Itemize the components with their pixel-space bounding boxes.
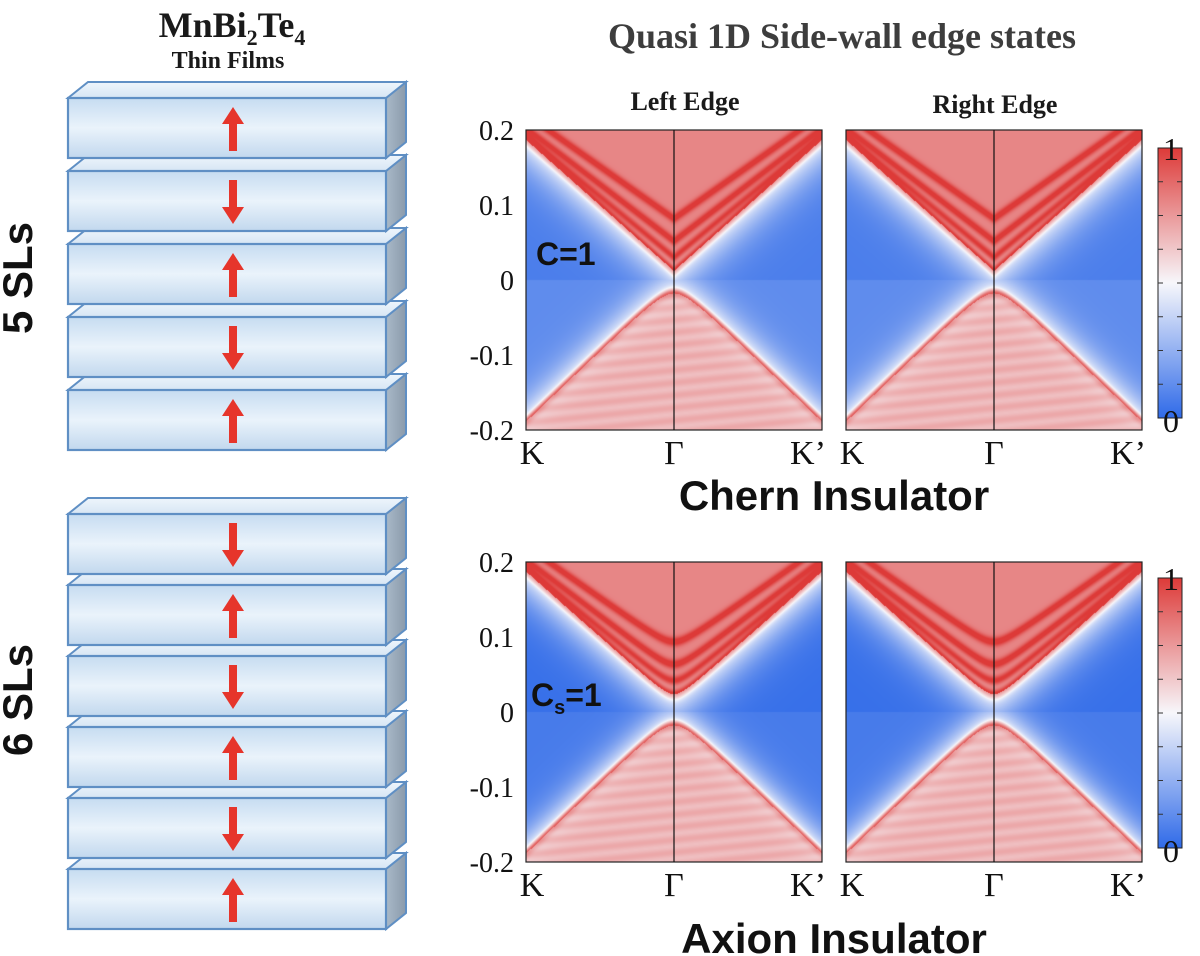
band-panel: K Γ K’ 0.2 0.1 0 -0.1 -0.2 bbox=[470, 116, 826, 472]
x-tick-label: K’ bbox=[1110, 435, 1146, 472]
slab-stack bbox=[65, 79, 409, 453]
row-label-axion: Axion Insulator bbox=[681, 915, 987, 956]
colorbar-min-label: 0 bbox=[1163, 403, 1179, 439]
slab-layer bbox=[65, 225, 409, 307]
chern-number-label: C=1 bbox=[536, 236, 596, 272]
y-tick-label: 0.2 bbox=[479, 548, 514, 579]
band-panel: K Γ K’ bbox=[840, 129, 1146, 472]
spin-down-arrow-icon bbox=[222, 665, 244, 709]
x-tick-label: K’ bbox=[1110, 867, 1146, 904]
spin-up-arrow-icon bbox=[222, 736, 244, 780]
spin-up-arrow-icon bbox=[222, 107, 244, 151]
slab-layer bbox=[65, 850, 409, 932]
colorbar-max-label: 1 bbox=[1163, 561, 1179, 597]
band-panel: K Γ K’ bbox=[840, 561, 1146, 904]
y-tick-label: 0.2 bbox=[479, 116, 514, 147]
spin-up-arrow-icon bbox=[222, 253, 244, 297]
row-label-chern: Chern Insulator bbox=[679, 472, 989, 519]
slab-layer bbox=[65, 79, 409, 161]
y-tick-label: -0.1 bbox=[470, 773, 514, 804]
band-panel: K Γ K’ 0.2 0.1 0 -0.1 -0.2 bbox=[470, 548, 826, 904]
film-subtitle: Thin Films bbox=[172, 48, 285, 74]
colorbar-min-label: 0 bbox=[1163, 833, 1179, 869]
spin-up-arrow-icon bbox=[222, 594, 244, 638]
spin-up-arrow-icon bbox=[222, 399, 244, 443]
column-title-left: Left Edge bbox=[630, 87, 739, 116]
x-tick-label: Γ bbox=[664, 867, 684, 904]
film-formula: MnBi2Te4 bbox=[159, 5, 306, 50]
y-tick-label: 0 bbox=[500, 266, 514, 297]
slab-layer bbox=[65, 637, 409, 719]
stack-label: 5 SLs bbox=[0, 222, 41, 334]
slab-layer bbox=[65, 566, 409, 648]
x-tick-label: K’ bbox=[790, 867, 826, 904]
x-tick-label: K bbox=[520, 435, 545, 472]
x-tick-label: Γ bbox=[984, 867, 1004, 904]
figure-title: Quasi 1D Side-wall edge states bbox=[608, 16, 1076, 56]
slab-layer bbox=[65, 495, 409, 577]
x-tick-label: K bbox=[840, 867, 865, 904]
spin-chern-number-label: Cs=1 bbox=[531, 677, 602, 719]
slab-layer bbox=[65, 371, 409, 453]
slab-layer bbox=[65, 152, 409, 234]
spin-down-arrow-icon bbox=[222, 807, 244, 851]
column-title-right: Right Edge bbox=[933, 90, 1058, 119]
y-tick-label: 0.1 bbox=[479, 191, 514, 222]
slab-layer bbox=[65, 298, 409, 380]
spin-up-arrow-icon bbox=[222, 878, 244, 922]
y-tick-label: -0.2 bbox=[470, 416, 514, 447]
x-tick-label: Γ bbox=[664, 435, 684, 472]
stack-label: 6 SLs bbox=[0, 644, 41, 756]
slab-stacks: 5 SLs 6 SLs bbox=[0, 79, 409, 932]
x-tick-label: Γ bbox=[984, 435, 1004, 472]
colorbar-max-label: 1 bbox=[1163, 131, 1179, 167]
x-tick-label: K’ bbox=[790, 435, 826, 472]
colorbar: 10 bbox=[1157, 561, 1183, 869]
slab-stack bbox=[65, 495, 409, 932]
y-tick-label: 0.1 bbox=[479, 623, 514, 654]
x-tick-label: K bbox=[840, 435, 865, 472]
spin-down-arrow-icon bbox=[222, 326, 244, 370]
slab-layer bbox=[65, 779, 409, 861]
spin-down-arrow-icon bbox=[222, 180, 244, 224]
y-tick-label: 0 bbox=[500, 698, 514, 729]
spin-down-arrow-icon bbox=[222, 523, 244, 567]
slab-layer bbox=[65, 708, 409, 790]
y-tick-label: -0.2 bbox=[470, 848, 514, 879]
colorbar: 10 bbox=[1157, 131, 1183, 439]
x-tick-label: K bbox=[520, 867, 545, 904]
y-tick-label: -0.1 bbox=[470, 341, 514, 372]
